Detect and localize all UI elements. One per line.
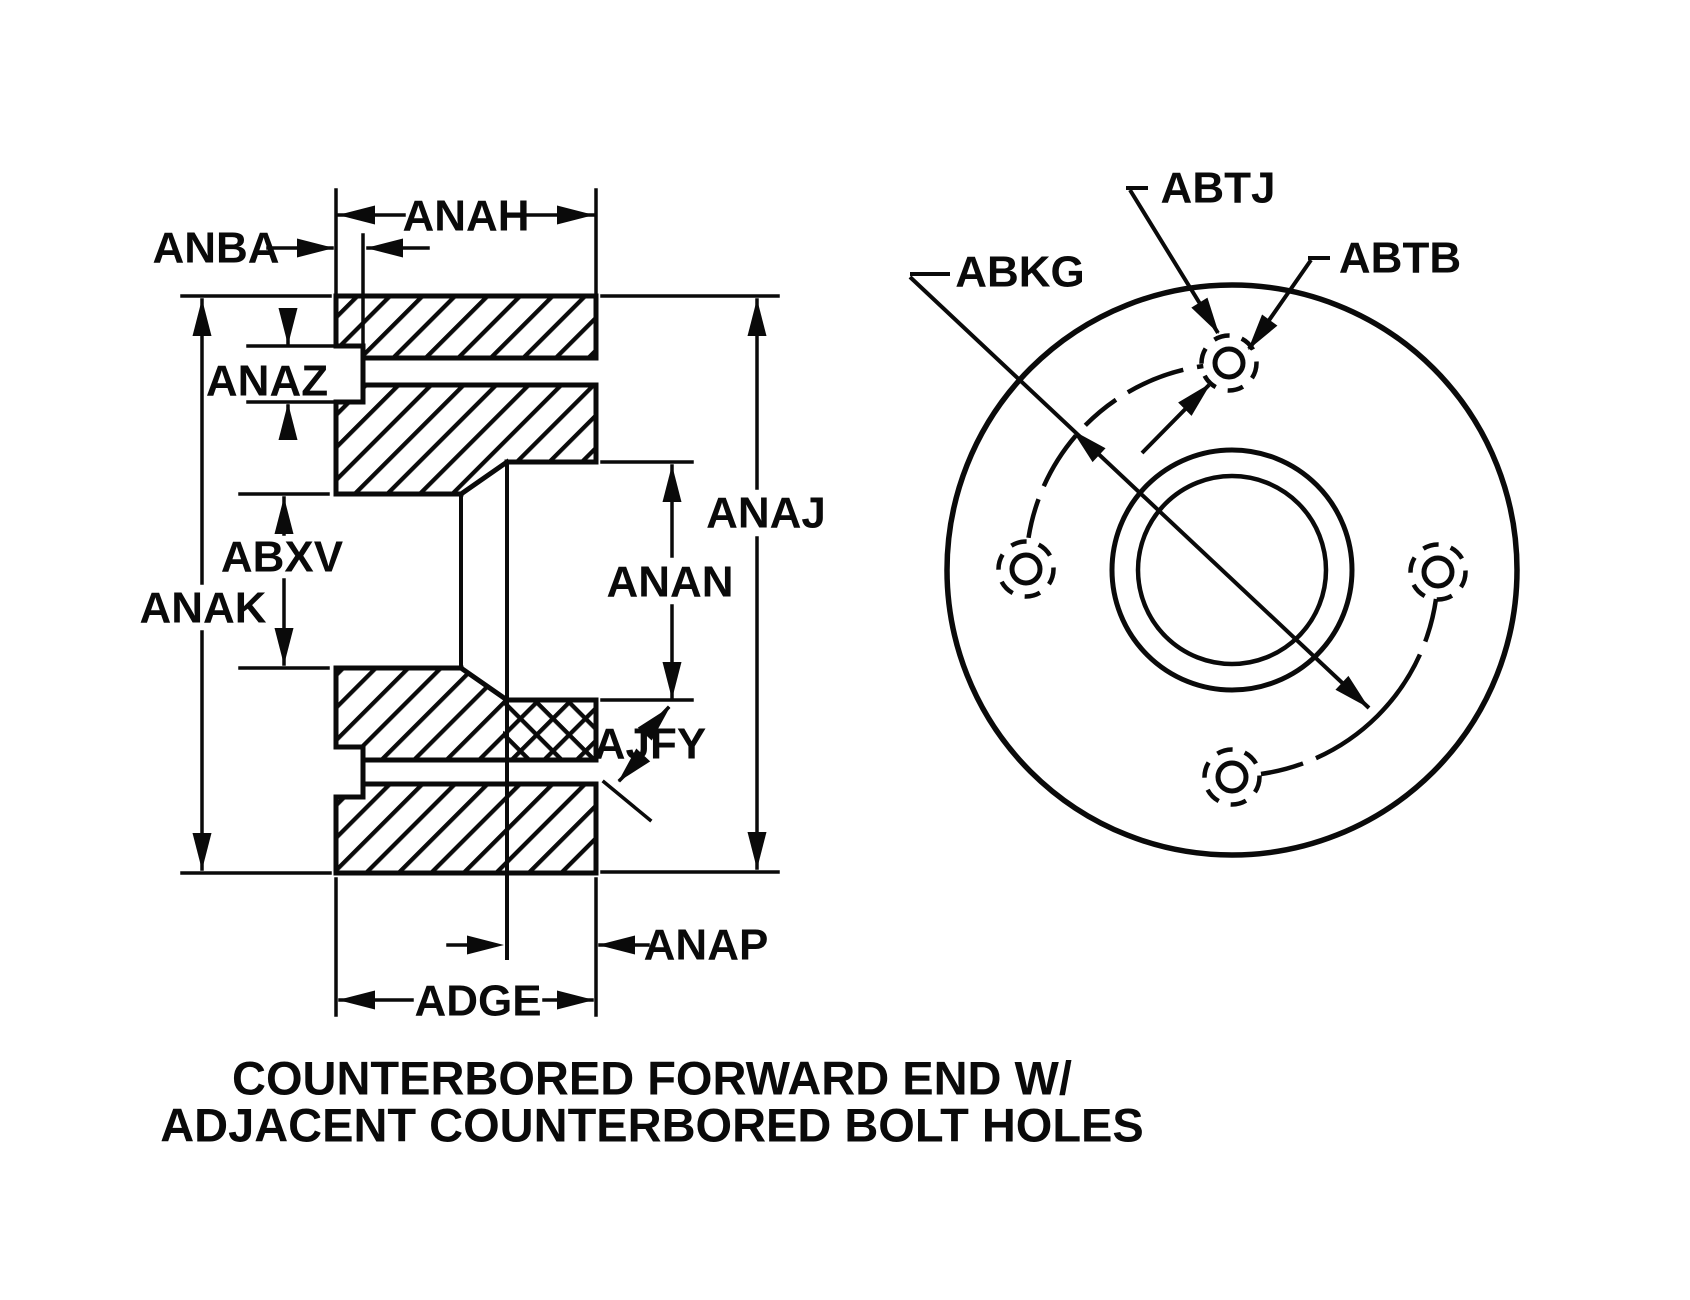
center-bore-circle (1135, 473, 1329, 667)
arrow-anak-bottom (192, 833, 212, 870)
hole-leaders (1126, 186, 1330, 455)
bolt-hole-counterbore-left (996, 539, 1056, 599)
dimension-label-anba: ANBA (152, 224, 279, 273)
dimension-label-abtj: ABTJ (1161, 164, 1276, 213)
bolt-hole-top-counterbore (333, 343, 366, 405)
arrow-ajfy-lower (618, 748, 651, 782)
dimension-label-anaj: ANAJ (706, 489, 826, 538)
figure-title: COUNTERBORED FORWARD END W/ ADJACENT COU… (160, 1052, 1144, 1152)
ext-anaj (600, 294, 780, 874)
ajfy-chamfer-stroke (601, 779, 653, 823)
hatch-top-band (336, 296, 596, 358)
arrow-anaj-bottom (747, 832, 767, 869)
dimension-label-abxv: ABXV (221, 533, 344, 582)
dimension-label-anah: ANAH (402, 192, 529, 241)
arrow-anba-right (366, 238, 403, 258)
arrow-anak-top (192, 299, 212, 336)
bolt-hole-top-walls (360, 355, 599, 388)
bolt-circle-arcs (1026, 363, 1439, 777)
arrow-anan-top (662, 465, 682, 502)
bolt-hole-counterbore-bottom (1202, 747, 1262, 807)
arrow-counterbore-second (1178, 383, 1211, 416)
figure-title-line1: COUNTERBORED FORWARD END W/ (232, 1052, 1072, 1105)
bolt-holes (996, 333, 1468, 807)
section-inner-edges (459, 460, 509, 960)
hatch-bottom-band (336, 784, 596, 873)
front-view: ABKG ABTJ ABTB (908, 164, 1520, 858)
bolt-hole-bottom-counterbore (333, 744, 366, 800)
dimension-label-abkg: ABKG (955, 248, 1085, 297)
dim-anaz (246, 308, 334, 440)
ext-anap-adge (334, 877, 598, 1017)
ext-anak (180, 294, 332, 875)
bolt-hole-counterbore-right (1408, 542, 1468, 602)
arrow-abxv-top (274, 497, 294, 534)
crosshatch-web (503, 700, 596, 760)
arrow-abtb (1248, 314, 1278, 350)
arrow-ajfy-upper (637, 707, 670, 741)
ext-anah (334, 188, 598, 294)
arrow-anap-left (467, 935, 504, 955)
ext-abxv (238, 492, 330, 670)
dimension-label-anak: ANAK (139, 584, 266, 633)
bolt-circle-arc-upper-left (1026, 363, 1204, 539)
arrow-anan-bottom (662, 662, 682, 699)
bolt-hole-right (1421, 555, 1455, 589)
abkg-diameter-line (908, 275, 1371, 710)
bore-walls (333, 491, 464, 671)
arrow-anaj-top (747, 299, 767, 336)
dimension-label-anaz: ANAZ (206, 357, 328, 406)
bolt-hole-left (1009, 552, 1043, 586)
bolt-hole-bottom-walls (360, 757, 599, 787)
section-outline (333, 293, 599, 876)
hatch-upper-mid-band (336, 385, 596, 494)
center-counterbore-circle (1109, 447, 1355, 693)
flange-outer-circle (944, 282, 1520, 858)
arrow-adge-left (338, 990, 375, 1010)
dimension-label-anap: ANAP (644, 921, 769, 970)
counterbore-walls (504, 459, 599, 703)
bolt-hole-counterbore-top (1199, 333, 1259, 393)
ext-anan (600, 460, 694, 702)
arrowheads (192, 205, 1369, 1010)
arrow-anaz-top (278, 308, 298, 345)
arrow-abkg-upper-left (1072, 430, 1106, 463)
dimension-label-abtb: ABTB (1339, 234, 1461, 283)
section-hatch-regions (336, 296, 596, 873)
abkg-dimension (908, 272, 1371, 710)
bolt-hole-top (1212, 346, 1246, 380)
taper-lines (457, 458, 511, 704)
arrow-adge-right (557, 990, 594, 1010)
bolt-circle-arc-lower-right (1260, 598, 1439, 777)
outline-top-bottom (333, 293, 599, 876)
section-view: ANAH ANBA ANAZ ANAK ABXV ANAN ANAJ AJFY … (139, 188, 826, 1026)
arrow-anba-left (297, 238, 334, 258)
arrow-anah-left (338, 205, 375, 225)
arrow-abkg-lower-right (1335, 675, 1369, 708)
arrow-abtj (1191, 297, 1219, 334)
bolt-hole-bottom (1215, 760, 1249, 794)
arrow-anap-right (598, 935, 635, 955)
arrow-anah-right (557, 205, 594, 225)
figure-title-line2: ADJACENT COUNTERBORED BOLT HOLES (160, 1099, 1144, 1152)
dimension-label-adge: ADGE (414, 977, 541, 1026)
arrow-abxv-bottom (274, 628, 294, 665)
arrow-anaz-bottom (278, 403, 298, 440)
dimension-label-anan: ANAN (606, 558, 733, 607)
